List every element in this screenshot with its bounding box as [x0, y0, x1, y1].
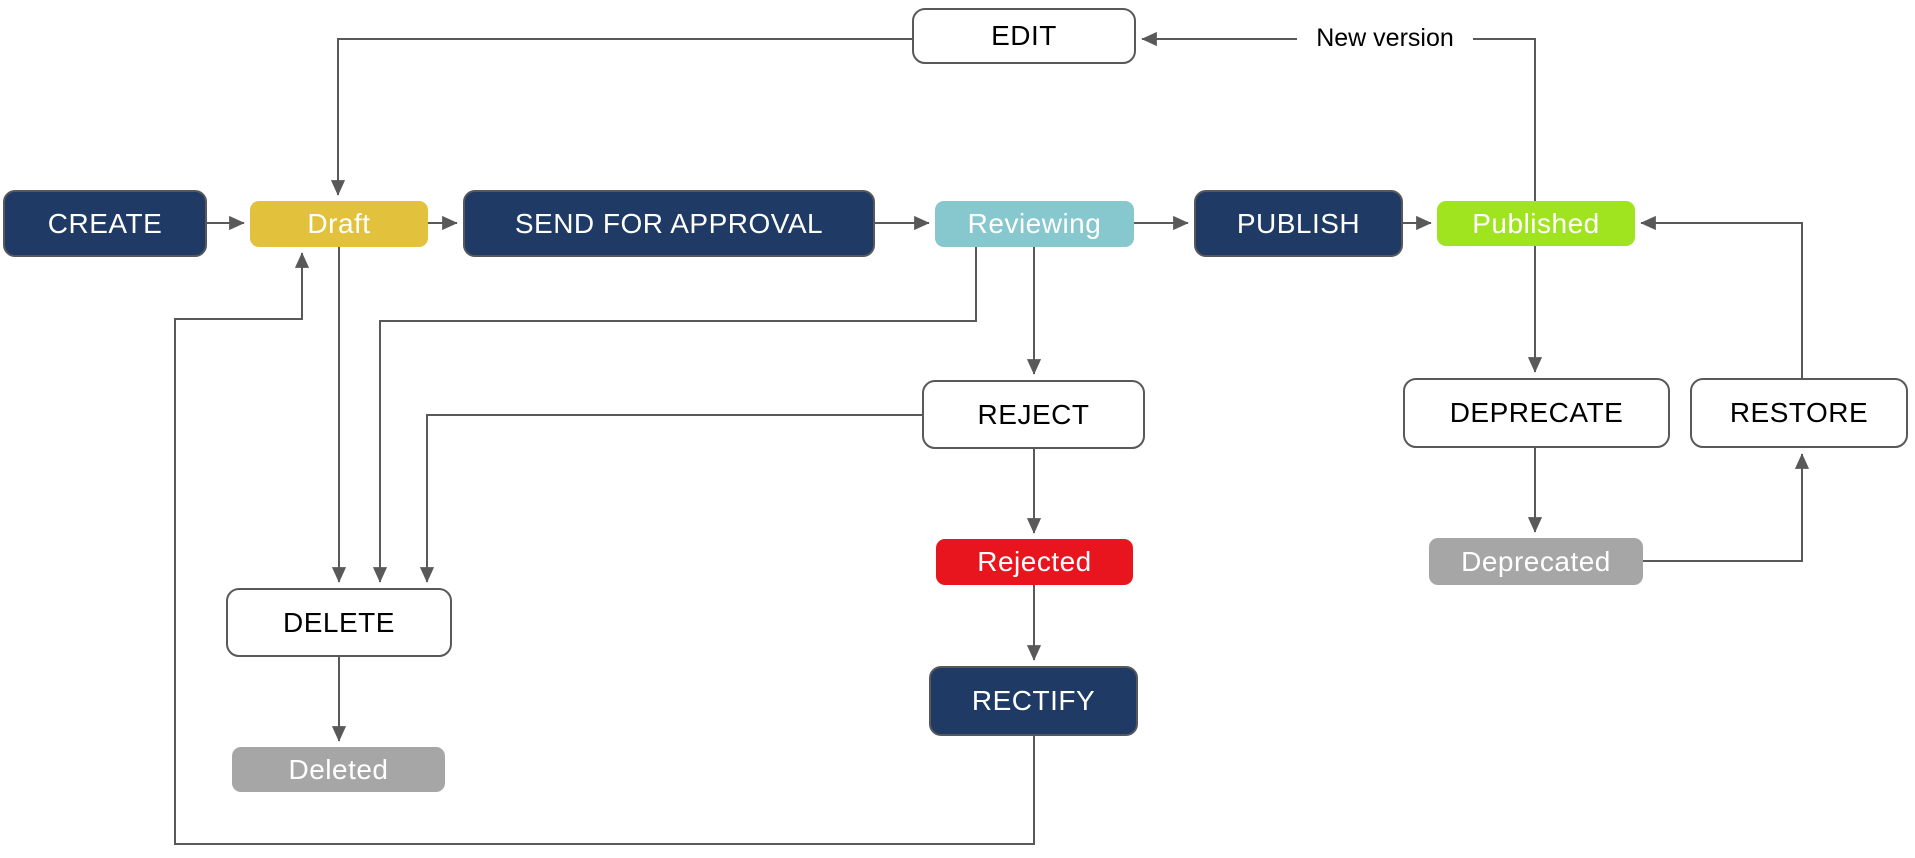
node-published: Published [1437, 201, 1635, 246]
node-delete: DELETE [226, 588, 452, 657]
node-edit: EDIT [912, 8, 1136, 64]
node-deprecated: Deprecated [1429, 538, 1643, 585]
node-deprecate: DEPRECATE [1403, 378, 1670, 448]
node-rejected: Rejected [936, 539, 1133, 585]
node-reject: REJECT [922, 380, 1145, 449]
edge-reviewing-delete [372, 247, 977, 583]
node-publish: PUBLISH [1194, 190, 1403, 257]
edge-label-new-version: New version [1297, 22, 1473, 54]
node-draft: Draft [250, 201, 428, 247]
edge-edit-draft [330, 38, 912, 196]
node-rectify: RECTIFY [929, 666, 1138, 736]
edge-reject-delete [419, 414, 922, 583]
edge-deprecated-restore [1643, 453, 1810, 562]
edge-published-edit [1141, 31, 1536, 201]
edge-rectify-draft [174, 252, 1035, 845]
node-deleted: Deleted [232, 747, 445, 792]
edge-restore-published [1640, 215, 1803, 378]
node-restore: RESTORE [1690, 378, 1908, 448]
node-create: CREATE [3, 190, 207, 257]
node-send-for-approval: SEND FOR APPROVAL [463, 190, 875, 257]
node-reviewing: Reviewing [935, 201, 1134, 247]
